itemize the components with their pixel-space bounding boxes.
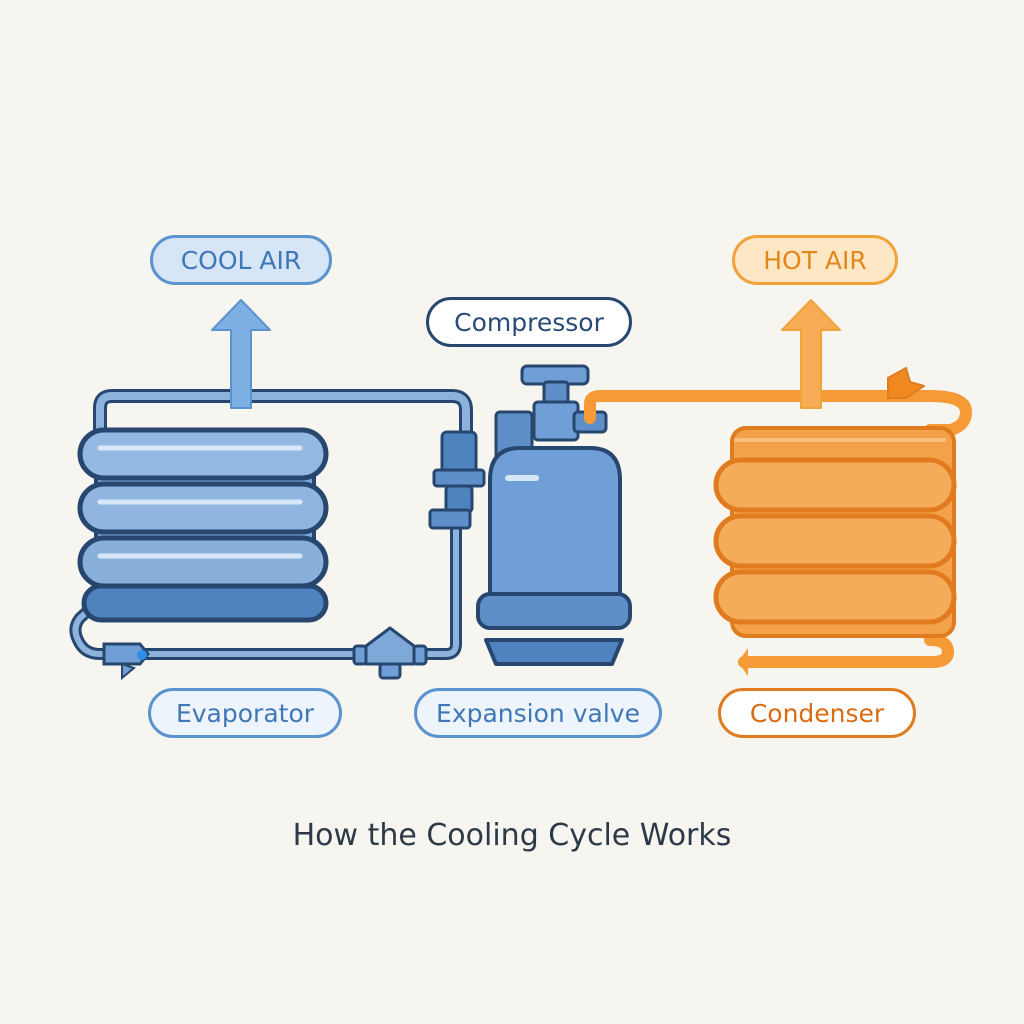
expansion-valve-text: Expansion valve xyxy=(436,698,640,728)
evaporator-outlet-fitting xyxy=(102,642,150,681)
arrow-up-icon xyxy=(211,299,271,409)
arrow-up-icon xyxy=(781,299,841,409)
condenser-text: Condenser xyxy=(749,698,885,728)
cool-air-label: COOL AIR xyxy=(150,235,332,285)
compressor-text: Compressor xyxy=(454,307,604,337)
condenser-coil xyxy=(713,426,957,638)
condenser-label: Condenser xyxy=(718,688,916,738)
hot-air-label: HOT AIR xyxy=(732,235,898,285)
blue-refrigerant-pipe xyxy=(69,389,473,660)
cool-air-text: COOL AIR xyxy=(180,245,302,275)
evaporator-label: Evaporator xyxy=(148,688,342,738)
expansion-valve xyxy=(352,626,428,680)
compressor xyxy=(428,364,632,666)
diagram-caption: How the Cooling Cycle Works xyxy=(292,818,732,853)
evaporator-text: Evaporator xyxy=(175,698,315,728)
orange-refrigerant-pipe xyxy=(584,390,972,668)
flow-arrow-icon xyxy=(738,367,925,676)
hot-air-text: HOT AIR xyxy=(763,245,867,275)
evaporator-coil xyxy=(77,427,329,623)
expansion-valve-label: Expansion valve xyxy=(414,688,662,738)
compressor-label: Compressor xyxy=(426,297,632,347)
